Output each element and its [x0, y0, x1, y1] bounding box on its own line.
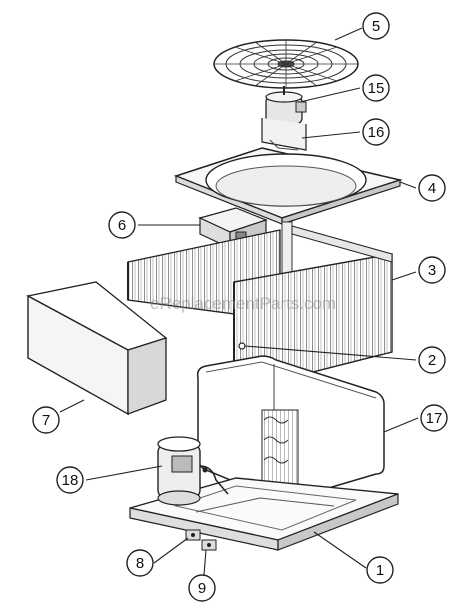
service-valves: [185, 529, 217, 551]
fan-guard: [213, 39, 359, 89]
callout-label: 7: [42, 412, 50, 429]
fan-motor: [265, 86, 307, 125]
callout-part-4: 4: [418, 174, 446, 202]
callout-label: 1: [376, 562, 384, 579]
callout-part-15: 15: [362, 74, 390, 102]
callout-part-8: 8: [126, 549, 154, 577]
callout-label: 18: [62, 472, 79, 489]
watermark: eReplacementParts.com: [150, 294, 336, 313]
callout-label: 8: [136, 555, 144, 572]
control-box: [198, 207, 268, 249]
access-panel: [26, 281, 168, 416]
callout-part-2: 2: [418, 346, 446, 374]
motor-mount: [261, 118, 307, 151]
leader-lines: [59, 27, 419, 576]
callout-part-7: 7: [32, 406, 60, 434]
compressor: [157, 436, 229, 506]
callout-label: 2: [428, 352, 436, 369]
callout-part-17: 17: [420, 404, 448, 432]
callout-label: 4: [428, 180, 436, 197]
callout-part-6: 6: [108, 211, 136, 239]
callout-part-9: 9: [188, 574, 216, 602]
callout-label: 3: [428, 262, 436, 279]
callout-part-5: 5: [362, 12, 390, 40]
callout-label: 9: [198, 580, 206, 597]
callout-label: 17: [426, 410, 443, 427]
callout-part-18: 18: [56, 466, 84, 494]
grille-panel: [233, 225, 393, 393]
callout-part-16: 16: [362, 118, 390, 146]
callout-label: 16: [368, 124, 385, 141]
callout-label: 5: [372, 18, 380, 35]
callout-part-3: 3: [418, 256, 446, 284]
panel-screw: [238, 342, 246, 350]
condenser-coil: [261, 409, 299, 495]
callout-label: 15: [368, 80, 385, 97]
callout-label: 6: [118, 217, 126, 234]
top-panel: [173, 147, 403, 225]
callout-part-1: 1: [366, 556, 394, 584]
